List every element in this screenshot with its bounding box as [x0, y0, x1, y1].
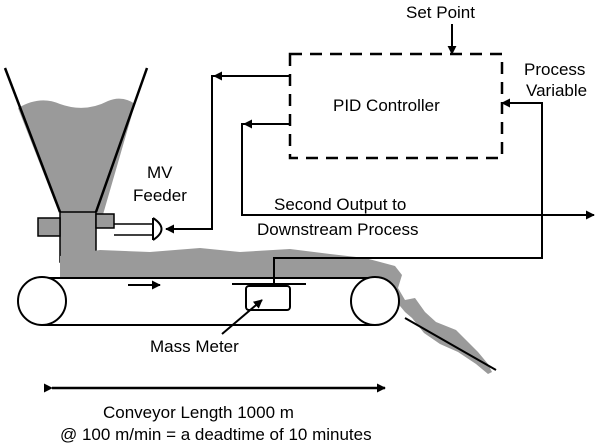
left-roller: [17, 276, 67, 326]
process-variable-label-line2: Variable: [526, 81, 587, 100]
second-output-label-line1: Second Output to: [274, 195, 406, 214]
process-variable-label-line1: Process: [524, 60, 585, 79]
mass-meter-label: Mass Meter: [150, 337, 239, 356]
pid-controller-label: PID Controller: [333, 96, 440, 115]
mass-meter: [221, 283, 306, 335]
conveyor-length-label: Conveyor Length 1000 m: [103, 403, 294, 422]
mv-actuator: [114, 217, 163, 241]
signal-lines: [165, 24, 595, 286]
conveyor-belt: [17, 276, 497, 371]
mv-label-line2: Feeder: [133, 186, 187, 205]
discharge-chute: [404, 317, 497, 371]
hopper: [3, 67, 149, 213]
mv-label-line1: MV: [147, 163, 173, 182]
process-variable-line: [273, 98, 543, 286]
controller-output-to-feeder: [165, 75, 290, 234]
second-output-label-line2: Downstream Process: [257, 220, 419, 239]
right-roller: [350, 276, 400, 326]
deadtime-note: @ 100 m/min = a deadtime of 10 minutes: [60, 425, 372, 444]
mass-meter-pointer: [221, 299, 263, 335]
material-in-hopper: [18, 98, 135, 218]
set-point-label: Set Point: [406, 3, 475, 22]
